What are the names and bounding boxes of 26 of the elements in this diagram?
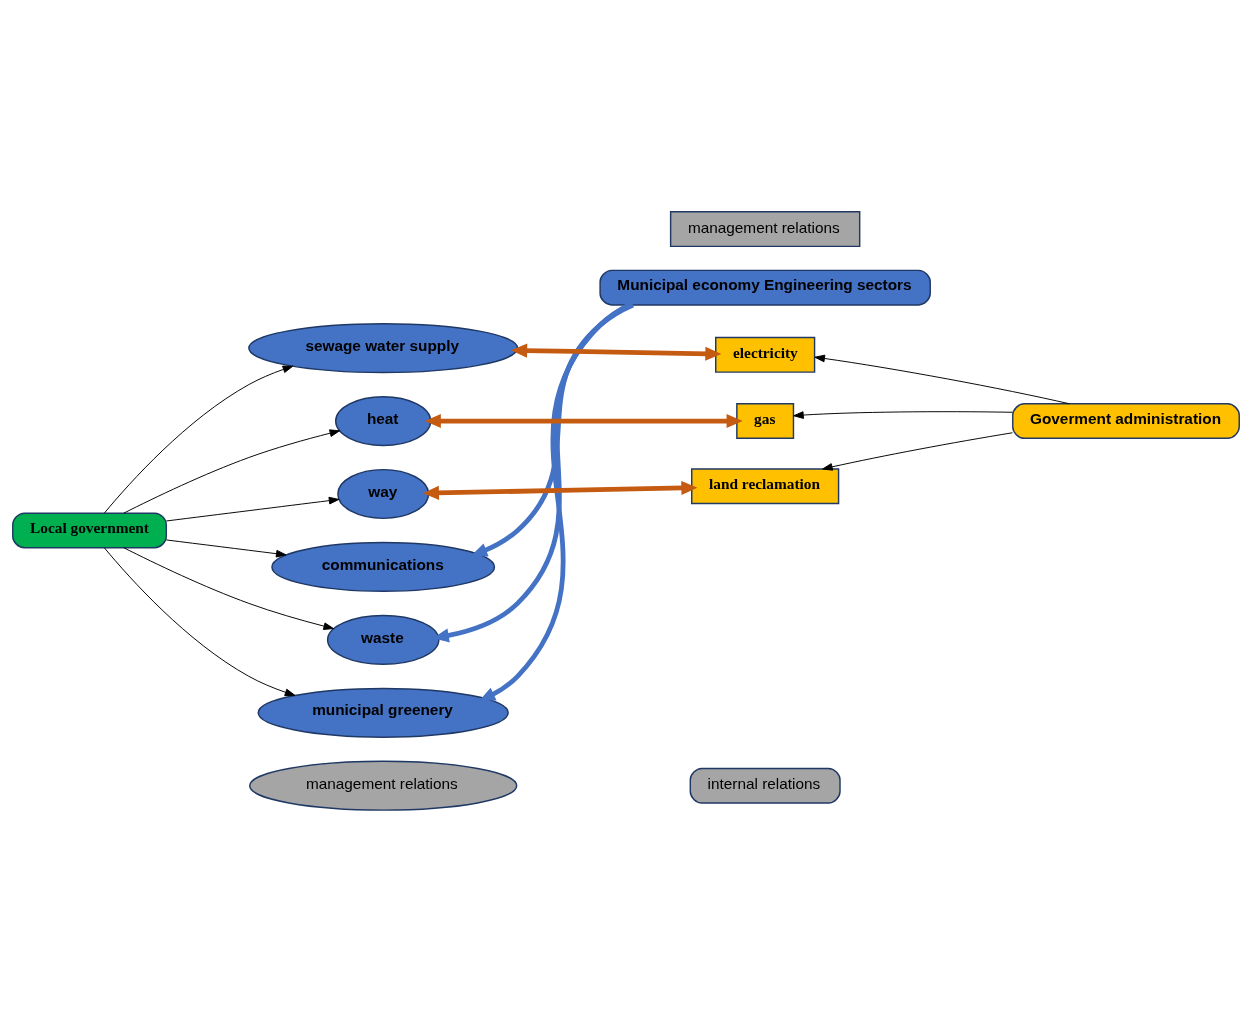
node-box: management relations xyxy=(669,211,861,248)
arrow xyxy=(422,480,698,500)
node-box: gas xyxy=(736,403,795,440)
node-box: Local government xyxy=(12,512,168,549)
arrow xyxy=(165,539,287,558)
arrow xyxy=(471,302,635,557)
arrow xyxy=(165,496,340,522)
node-box: land reclamation xyxy=(691,468,840,505)
node-ellipse: waste xyxy=(326,614,440,665)
node-ellipse: management relations xyxy=(249,760,518,811)
node-box: electricity xyxy=(715,336,816,373)
arrow xyxy=(123,429,341,514)
arrow xyxy=(814,354,1070,405)
arrow xyxy=(822,432,1013,471)
arrow xyxy=(123,547,334,630)
arrow xyxy=(103,547,296,697)
arrow xyxy=(511,343,722,361)
arrow xyxy=(103,365,294,514)
node-box: Municipal economy Engineering sectors xyxy=(599,269,931,306)
node-box: internal relations xyxy=(689,767,841,804)
node-box: Goverment administration xyxy=(1012,403,1240,440)
node-ellipse: heat xyxy=(335,395,432,447)
node-ellipse: way xyxy=(337,468,430,520)
arrow xyxy=(479,302,630,701)
arrow xyxy=(424,414,743,429)
arrow xyxy=(793,411,1013,419)
